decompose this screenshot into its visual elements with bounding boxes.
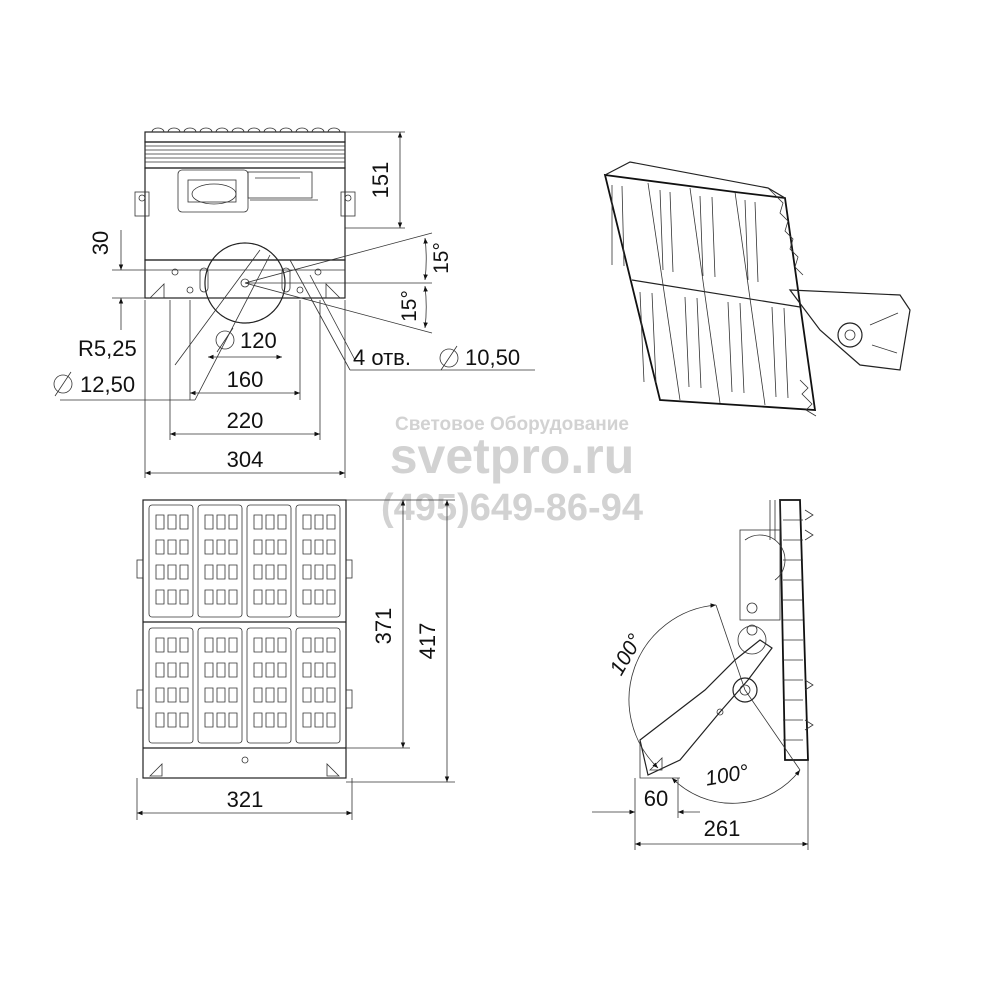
watermark: Световое Оборудование svetpro.ru (495)64… [381, 414, 643, 529]
angle-down-label: 15° [398, 290, 421, 322]
dim-371-label: 371 [371, 608, 396, 645]
side-view: 100° 100° 60 261 [592, 499, 814, 850]
watermark-site: svetpro.ru [390, 428, 635, 484]
angle-bottom-label: 100° [703, 761, 750, 791]
dia-circle-label: 120 [240, 328, 277, 353]
angle-top-label: 100° [606, 630, 648, 679]
angle-up-label: 15° [430, 242, 453, 274]
radius-label: R5,25 [78, 336, 137, 361]
top-view: 151 30 15° 15° R5,25 12,50 120 4 отв. 10… [53, 127, 535, 478]
dim-417-label: 417 [415, 623, 440, 660]
watermark-company: Световое Оборудование [395, 414, 629, 435]
dim-261-label: 261 [704, 816, 741, 841]
isometric-view [603, 161, 911, 417]
dim-151-label: 151 [368, 162, 393, 199]
front-view: 371 417 321 [136, 499, 455, 820]
dim-60-label: 60 [644, 786, 668, 811]
dim-321-label: 321 [227, 787, 264, 812]
watermark-phone: (495)649-86-94 [381, 487, 643, 529]
led-lenses [155, 514, 336, 728]
dim-220-label: 220 [227, 408, 264, 433]
dia-small-label: 12,50 [80, 372, 135, 397]
dim-30-label: 30 [88, 231, 113, 255]
dim-304-label: 304 [227, 447, 264, 472]
holes-label: 4 отв. [353, 345, 411, 370]
dim-160-label: 160 [227, 367, 264, 392]
holes-dia-label: 10,50 [465, 345, 520, 370]
